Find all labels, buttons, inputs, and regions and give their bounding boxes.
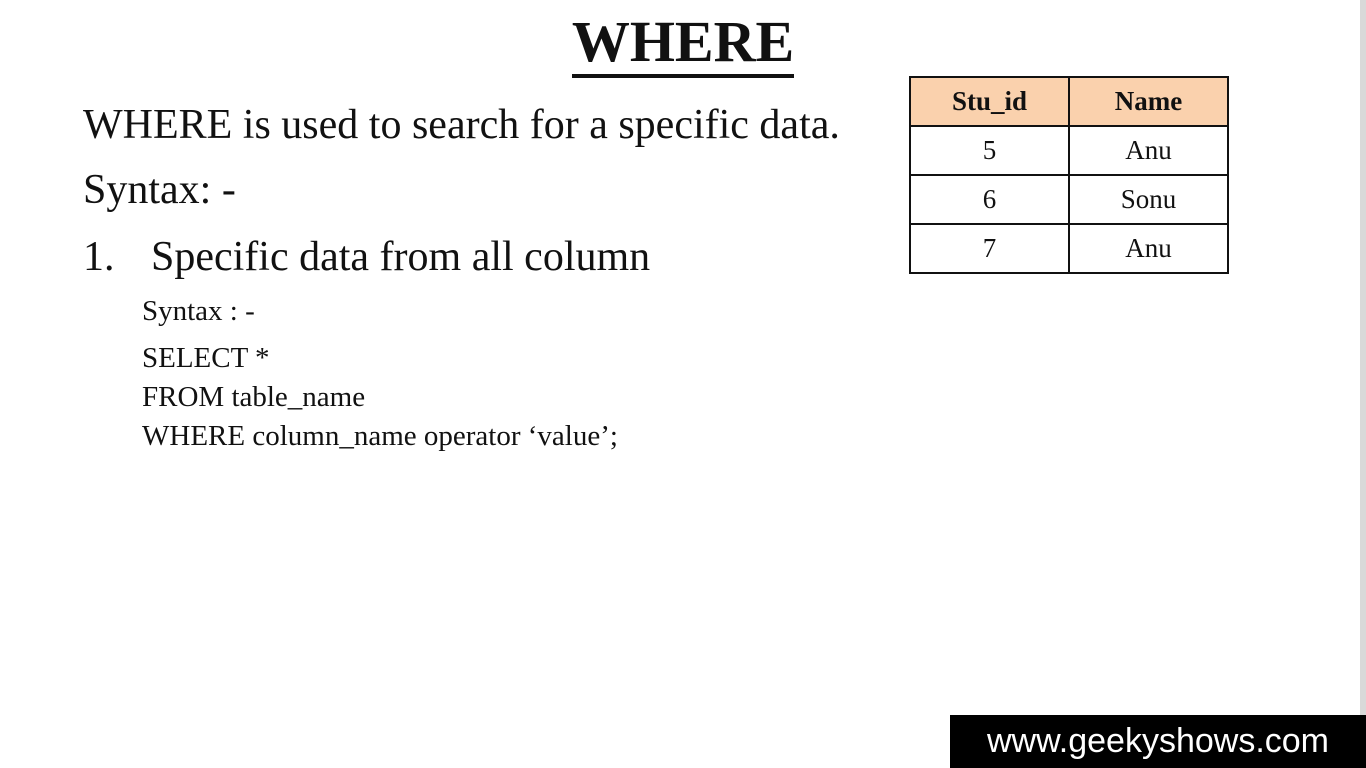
slide-title-text: WHERE (571, 9, 795, 78)
list-item-text: Specific data from all column (151, 234, 651, 280)
table-row: 5 Anu (909, 125, 1229, 176)
column-header-name: Name (1068, 76, 1229, 127)
sql-code-block: SELECT * FROM table_name WHERE column_na… (142, 339, 618, 456)
table-cell: Anu (1068, 223, 1229, 274)
list-item: 1. Specific data from all column (83, 232, 650, 282)
table-header-row: Stu_id Name (909, 76, 1229, 127)
table-cell: Anu (1068, 125, 1229, 176)
student-table: Stu_id Name 5 Anu 6 Sonu 7 Anu (909, 76, 1229, 274)
code-line: SELECT * (142, 342, 270, 374)
table-row: 6 Sonu (909, 174, 1229, 225)
slide-title: WHERE (0, 6, 1366, 78)
table-cell: 7 (909, 223, 1070, 274)
table-row: 7 Anu (909, 223, 1229, 274)
sub-syntax-label: Syntax : - (142, 295, 255, 327)
table-cell: 6 (909, 174, 1070, 225)
table-cell: 5 (909, 125, 1070, 176)
window-edge (1360, 0, 1366, 768)
code-line: WHERE column_name operator ‘value’; (142, 420, 618, 452)
syntax-heading: Syntax: - (83, 167, 236, 213)
table-cell: Sonu (1068, 174, 1229, 225)
list-item-number: 1. (83, 234, 115, 280)
website-watermark: www.geekyshows.com (950, 715, 1366, 768)
column-header-stu-id: Stu_id (909, 76, 1070, 127)
code-line: FROM table_name (142, 381, 366, 413)
description-text: WHERE is used to search for a specific d… (83, 102, 840, 148)
